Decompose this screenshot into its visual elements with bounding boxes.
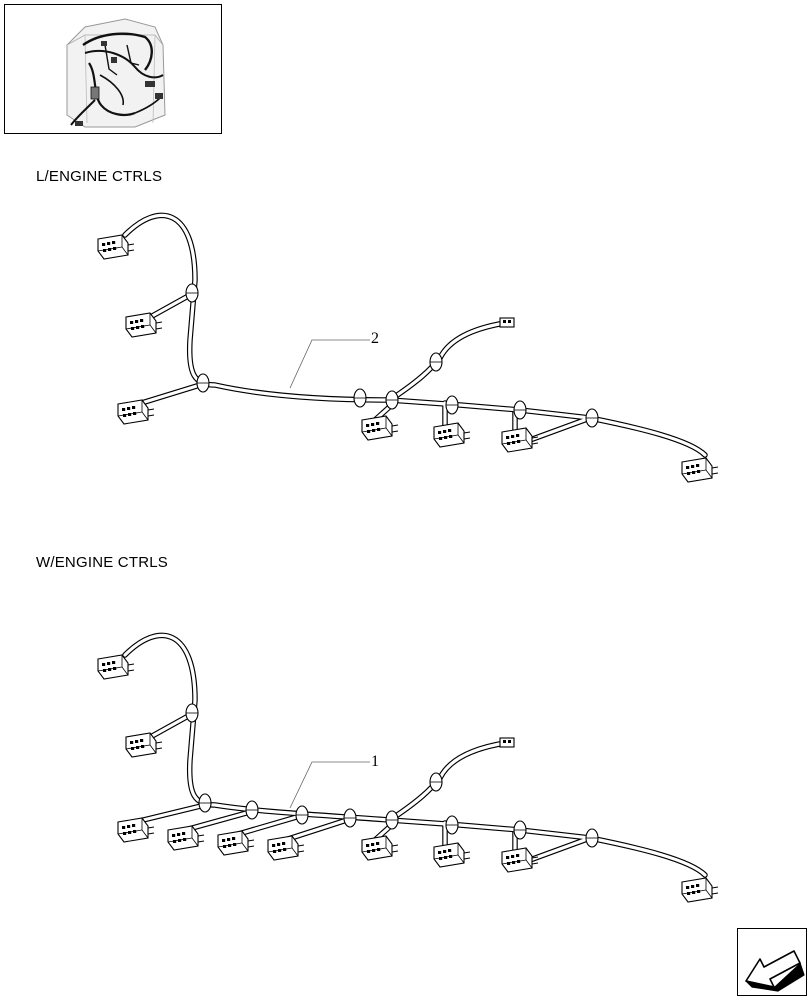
next-page-button[interactable] [737, 928, 807, 996]
callout-number: 1 [371, 753, 379, 770]
next-page-arrow-icon [745, 950, 805, 992]
harness-diagram-w-engine-ctrls: 1 [97, 632, 719, 903]
harness-overview-thumbnail-icon [66, 18, 166, 128]
section-label-l-engine-ctrls: L/ENGINE CTRLS [36, 168, 163, 185]
overview-thumbnail [4, 4, 222, 134]
section-label-w-engine-ctrls: W/ENGINE CTRLS [36, 554, 168, 571]
callout-number: 2 [371, 330, 379, 347]
harness-diagram-l-engine-ctrls: 2 [97, 212, 719, 483]
